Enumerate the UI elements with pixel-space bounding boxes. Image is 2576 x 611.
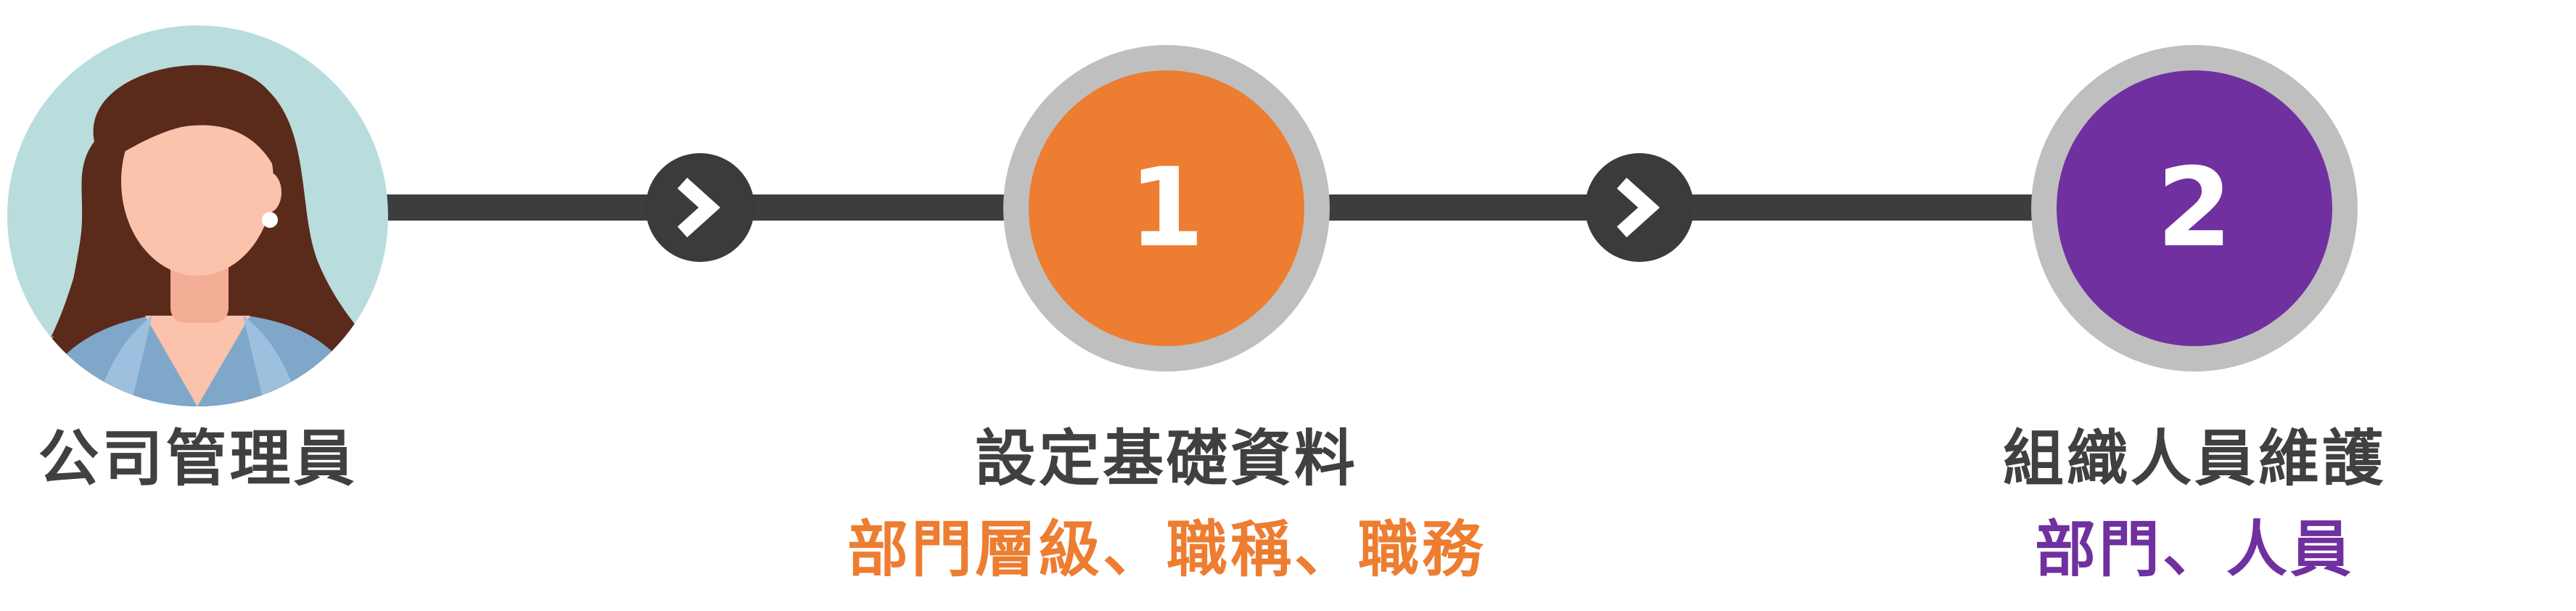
actor-label: 公司管理員 [38, 423, 358, 494]
step-1-title: 設定基礎資料 [974, 423, 1358, 494]
step-2-node: 2 [2031, 45, 2358, 372]
step-1-number: 1 [1029, 70, 1304, 346]
step-2-title: 組織人員維護 [2002, 423, 2386, 494]
avatar-woman-icon [7, 25, 388, 406]
step-2-number: 2 [2057, 70, 2332, 346]
step-1-node: 1 [1003, 45, 1330, 372]
chevron-right-icon [646, 153, 754, 262]
step-1-subtitle: 部門層級、職稱、職務 [847, 514, 1486, 585]
chevron-right-icon [1585, 153, 1694, 262]
step-2-subtitle: 部門、人員 [2034, 514, 2354, 585]
